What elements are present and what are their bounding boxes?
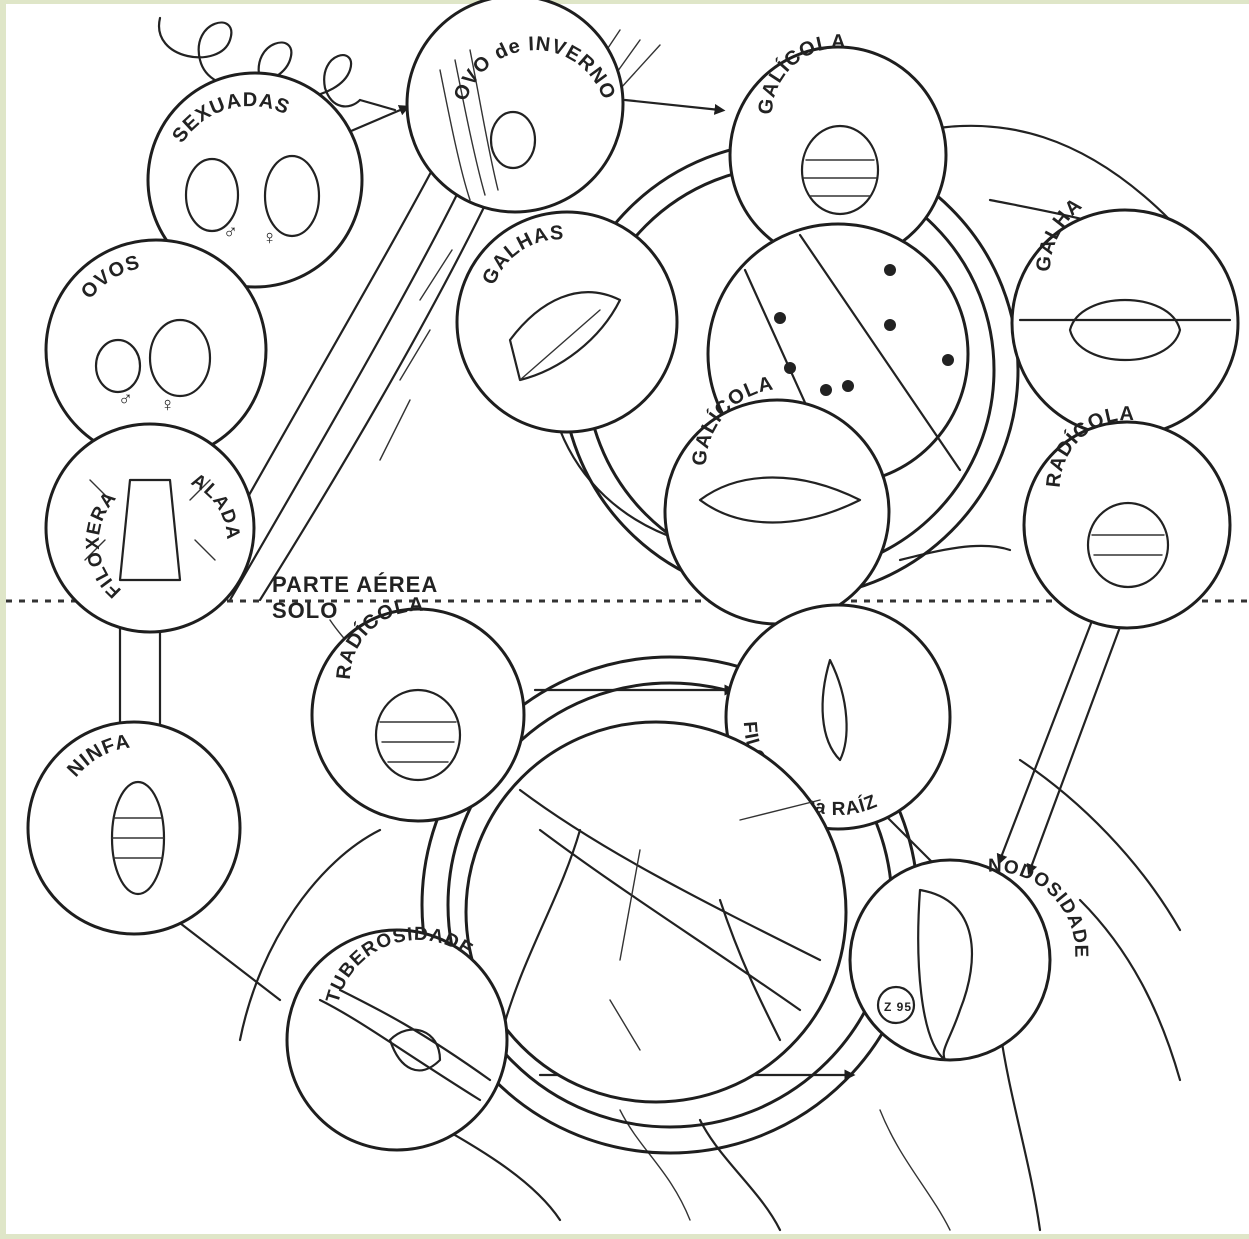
female-symbol: ♀	[262, 227, 278, 249]
female-symbol: ♀	[160, 394, 176, 416]
zone-label-soil: SOLO	[272, 598, 338, 623]
node-ovo-inverno: OVO de INVERNO	[407, 0, 623, 212]
gall-dot	[774, 312, 786, 324]
male-symbol: ♂	[223, 221, 239, 243]
gall-dot	[820, 384, 832, 396]
male-symbol: ♂	[118, 388, 134, 410]
node-galhas: GALHAS	[457, 212, 677, 432]
zone-label-aerial: PARTE AÉREA	[272, 572, 438, 597]
signature-text: Z 95	[884, 1000, 912, 1014]
node-ninfa: NINFA	[28, 722, 240, 934]
node-filoxera-alada: FILOXERA ALADA	[46, 424, 254, 632]
root-magnification-disc	[466, 722, 846, 1102]
gall-dot	[842, 380, 854, 392]
gall-dot	[942, 354, 954, 366]
gall-dot	[884, 319, 896, 331]
gall-dot	[784, 362, 796, 374]
gall-dot	[884, 264, 896, 276]
